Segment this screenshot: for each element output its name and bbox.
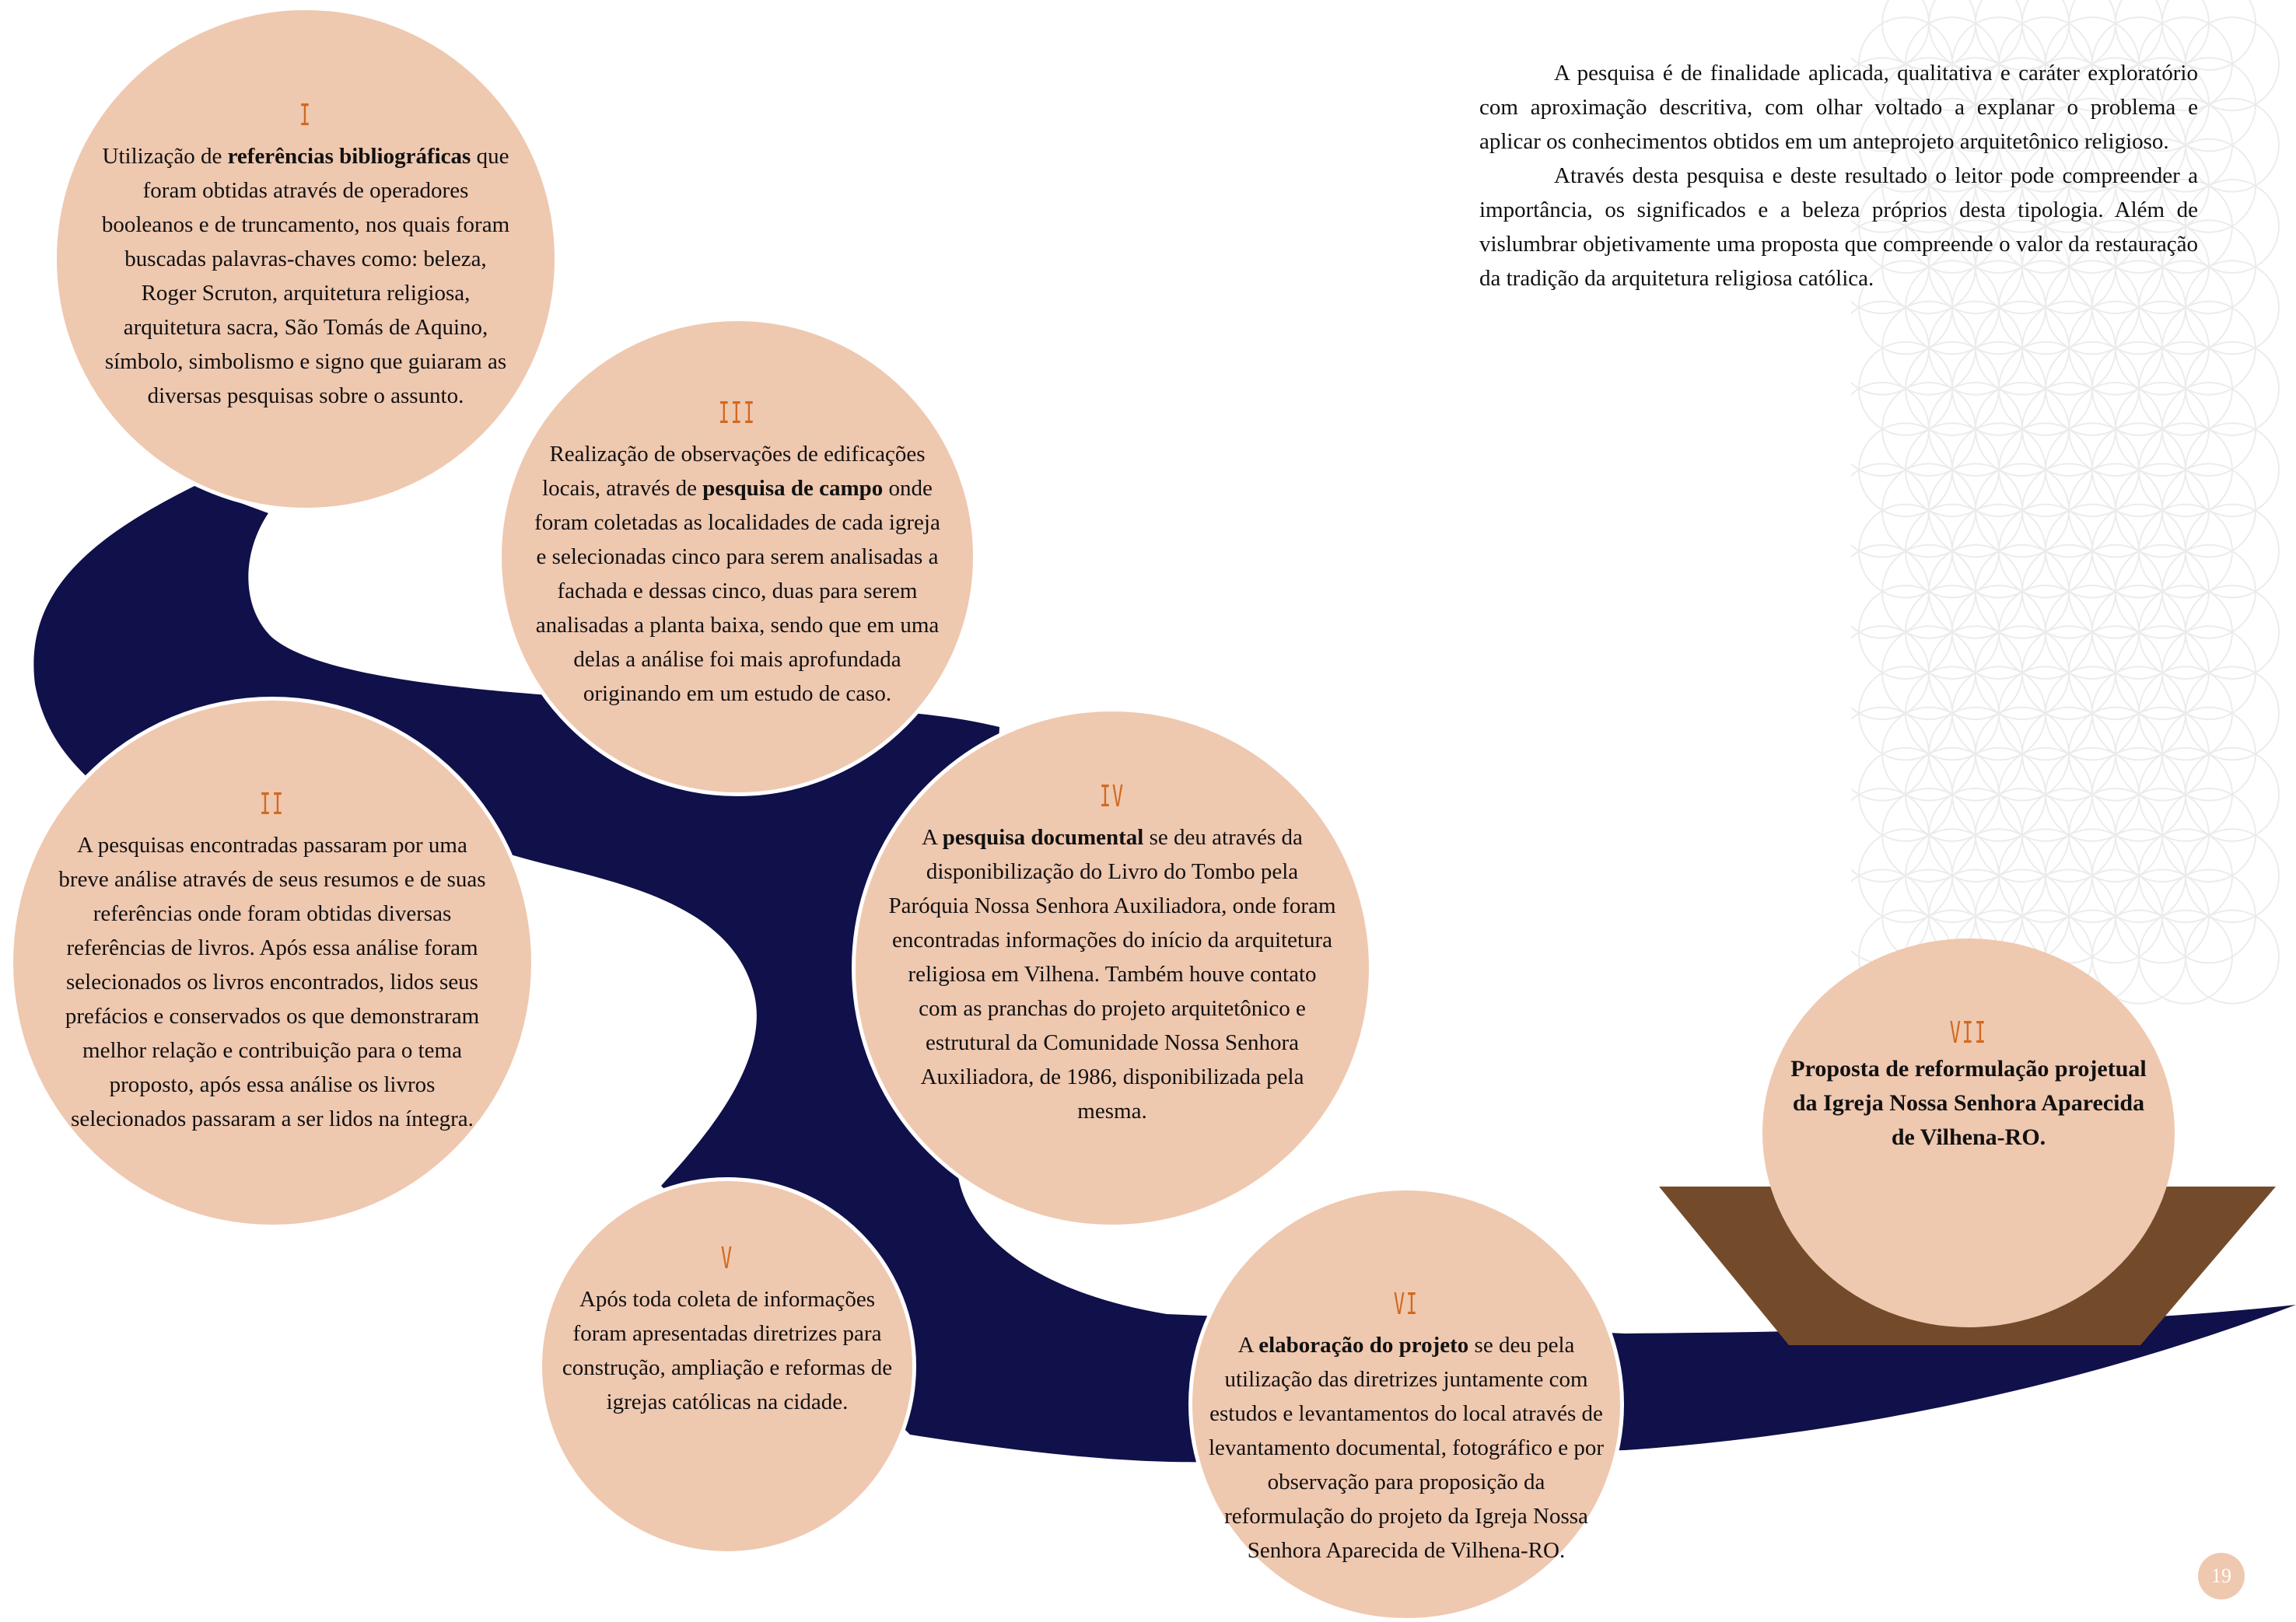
page-number: 19 (2198, 1553, 2245, 1599)
step-text: Realização de observações de edificações… (531, 437, 943, 711)
step-text: A pesquisas encontradas passaram por uma… (56, 828, 488, 1136)
step-text-start: A pesquisas encontradas passaram por uma… (58, 833, 486, 1131)
step-circle-4: IV A pesquisa documental se deu através … (852, 708, 1373, 1229)
step-numeral: VI (1393, 1287, 1419, 1321)
step-numeral: V (720, 1241, 734, 1275)
step-text: Proposta de reformulação projetual da Ig… (1790, 1056, 2147, 1150)
step-text-bold: pesquisa documental (942, 825, 1144, 850)
step-numeral: VII (1949, 1015, 1988, 1050)
step-text-start: Realização de observações de edificações… (542, 442, 926, 501)
step-text-start: Após toda coleta de informações foram ap… (562, 1287, 893, 1414)
step-numeral: I (299, 98, 313, 132)
flower-of-life-pattern (1851, 0, 2280, 1005)
intro-paragraph-2: Através desta pesquisa e deste resultado… (1479, 163, 2198, 291)
step-text-bold: pesquisa de campo (702, 476, 884, 501)
step-numeral: III (718, 396, 757, 430)
step-text-start: Utilização de (102, 144, 228, 169)
step-text: Utilização de referências bibliográficas… (96, 139, 516, 413)
step-numeral: IV (1099, 779, 1125, 813)
step-text-bold: referências bibliográficas (227, 144, 471, 169)
step-circle-2: II A pesquisas encontradas passaram por … (9, 697, 535, 1229)
step-text: Após toda coleta de informações foram ap… (555, 1282, 900, 1419)
step-circle-6: VI A elaboração do projeto se deu pela u… (1188, 1187, 1624, 1622)
step-circle-1: I Utilização de referências bibliográfic… (53, 6, 558, 512)
step-text-end: que foram obtidas através de operadores … (101, 144, 510, 408)
step-text-end: se deu pela utilização das diretrizes ju… (1208, 1333, 1605, 1563)
step-text-end: onde foram coletadas as localidades de c… (534, 476, 940, 706)
step-text-end: se deu através da disponibilização do Li… (888, 825, 1336, 1124)
step-text: A elaboração do projeto se deu pela util… (1208, 1328, 1605, 1568)
step-text-start: A (922, 825, 943, 850)
pattern-ring (2138, 909, 2233, 1005)
intro-text: A pesquisa é de finalidade aplicada, qua… (1479, 56, 2198, 295)
step-circle-5: V Após toda coleta de informações foram … (538, 1177, 916, 1555)
step-text-bold: elaboração do projeto (1258, 1333, 1469, 1358)
step-circle-3: III Realização de observações de edifica… (498, 317, 977, 796)
intro-paragraph-1: A pesquisa é de finalidade aplicada, qua… (1479, 61, 2198, 154)
step-numeral: II (259, 787, 285, 821)
step-text-start: A (1237, 1333, 1259, 1358)
step-circle-7: VII Proposta de reformulação projetual d… (1762, 939, 2175, 1327)
pattern-ring (2185, 909, 2280, 1005)
step-text: A pesquisa documental se deu através da … (887, 820, 1338, 1128)
